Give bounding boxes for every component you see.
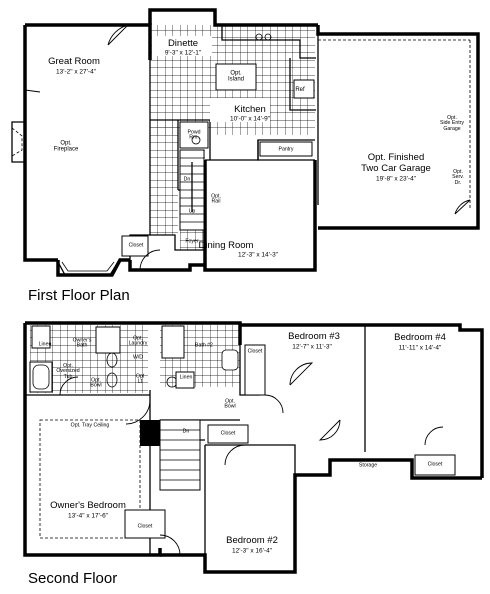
second-floor-stairs [140,419,201,491]
owners-bath-fixtures [29,325,121,393]
foyer-label: Foyer [185,238,199,245]
laundry-label: Opt. Laundry [128,335,148,347]
closet-b3-label: Closet [247,348,263,355]
dining-room-dims: 12'-3" x 14'-3" [238,251,278,259]
fireplace-label: Opt. Fireplace [53,140,79,153]
ref-label: Ref [295,86,305,93]
owners-bedroom-label: Owner's Bedroom [50,500,126,512]
wd-label: W/D [132,354,144,361]
closet-hall-label: Closet [220,430,236,437]
powder-room-label: Powd Rm. [187,129,201,141]
opt-bowl-label-1: Opt. Bowl [90,377,102,389]
kitchen-counters [221,26,316,157]
closet-owner-label: Closet [137,523,153,530]
bedroom3-label: Bedroom #3 [288,331,340,343]
stair-dn-label: Dn [183,176,191,183]
pantry-label: Pantry [278,146,294,153]
great-room-dims: 13'-2" x 27'-4" [56,68,96,76]
island-label: Opt. Island [227,70,245,83]
owners-bath-label: Owner's Bath [72,337,92,349]
linen-label-2: Linen [179,374,193,381]
side-entry-label: Opt. Side Entry Garage [440,114,464,132]
first-floor-walls [11,8,480,277]
stair-up-label: Up [188,208,196,215]
oversized-tub-label: Opt. Oversized Tub [56,362,80,380]
kitchen-dims: 10'-0" x 14'-9" [230,115,270,123]
great-room-label: Great Room [48,56,100,68]
owners-bedroom-dims: 13'-4" x 17'-6" [68,512,108,520]
serv-door-label: Opt. Serv. Dr. [452,168,464,186]
garage-label-line2: Two Car Garage [361,163,431,175]
powder-room [179,121,209,149]
opt-rail-label: Opt. Rail [211,193,221,205]
second-floor-title: Second Floor [28,570,118,587]
opt-bowl-label-2: Opt. Bowl [224,398,236,410]
closet-b4-label: Closet [427,461,443,468]
first-floor-doors [24,24,471,271]
linen-label-1: Linen [38,341,52,348]
garage-label-line1: Opt. Finished [367,152,425,164]
first-floor-stairs [179,149,205,231]
stair-dn-label-2: Dn [182,428,190,435]
storage-label: Storage [358,462,378,469]
first-floor-title: First Floor Plan [28,287,130,304]
bedroom4-dims: 11'-11" x 14'-4" [398,344,442,352]
bedroom2-label: Bedroom #2 [226,535,278,547]
bedroom3-dims: 12'-7" x 11'-3" [292,343,332,351]
dinette-dims: 9'-3" x 12'-1" [164,49,202,57]
bath2-fixtures [161,325,239,389]
tray-ceiling-label: Opt. Tray Ceiling [70,422,110,429]
opt-lt-label: Opt Lt [135,373,145,385]
second-floor-doors [59,362,444,556]
bedroom4-label: Bedroom #4 [394,332,446,344]
bedroom2-dims: 12'-3" x 16'-4" [232,547,272,555]
closet-label: Closet [128,242,144,249]
dinette-label: Dinette [167,38,199,50]
garage-dims: 19'-8" x 23'-4" [376,175,416,183]
bath2-label: Bath #2 [195,342,213,349]
dining-room-label: Dining Room [198,240,254,252]
kitchen-label: Kitchen [234,104,266,116]
